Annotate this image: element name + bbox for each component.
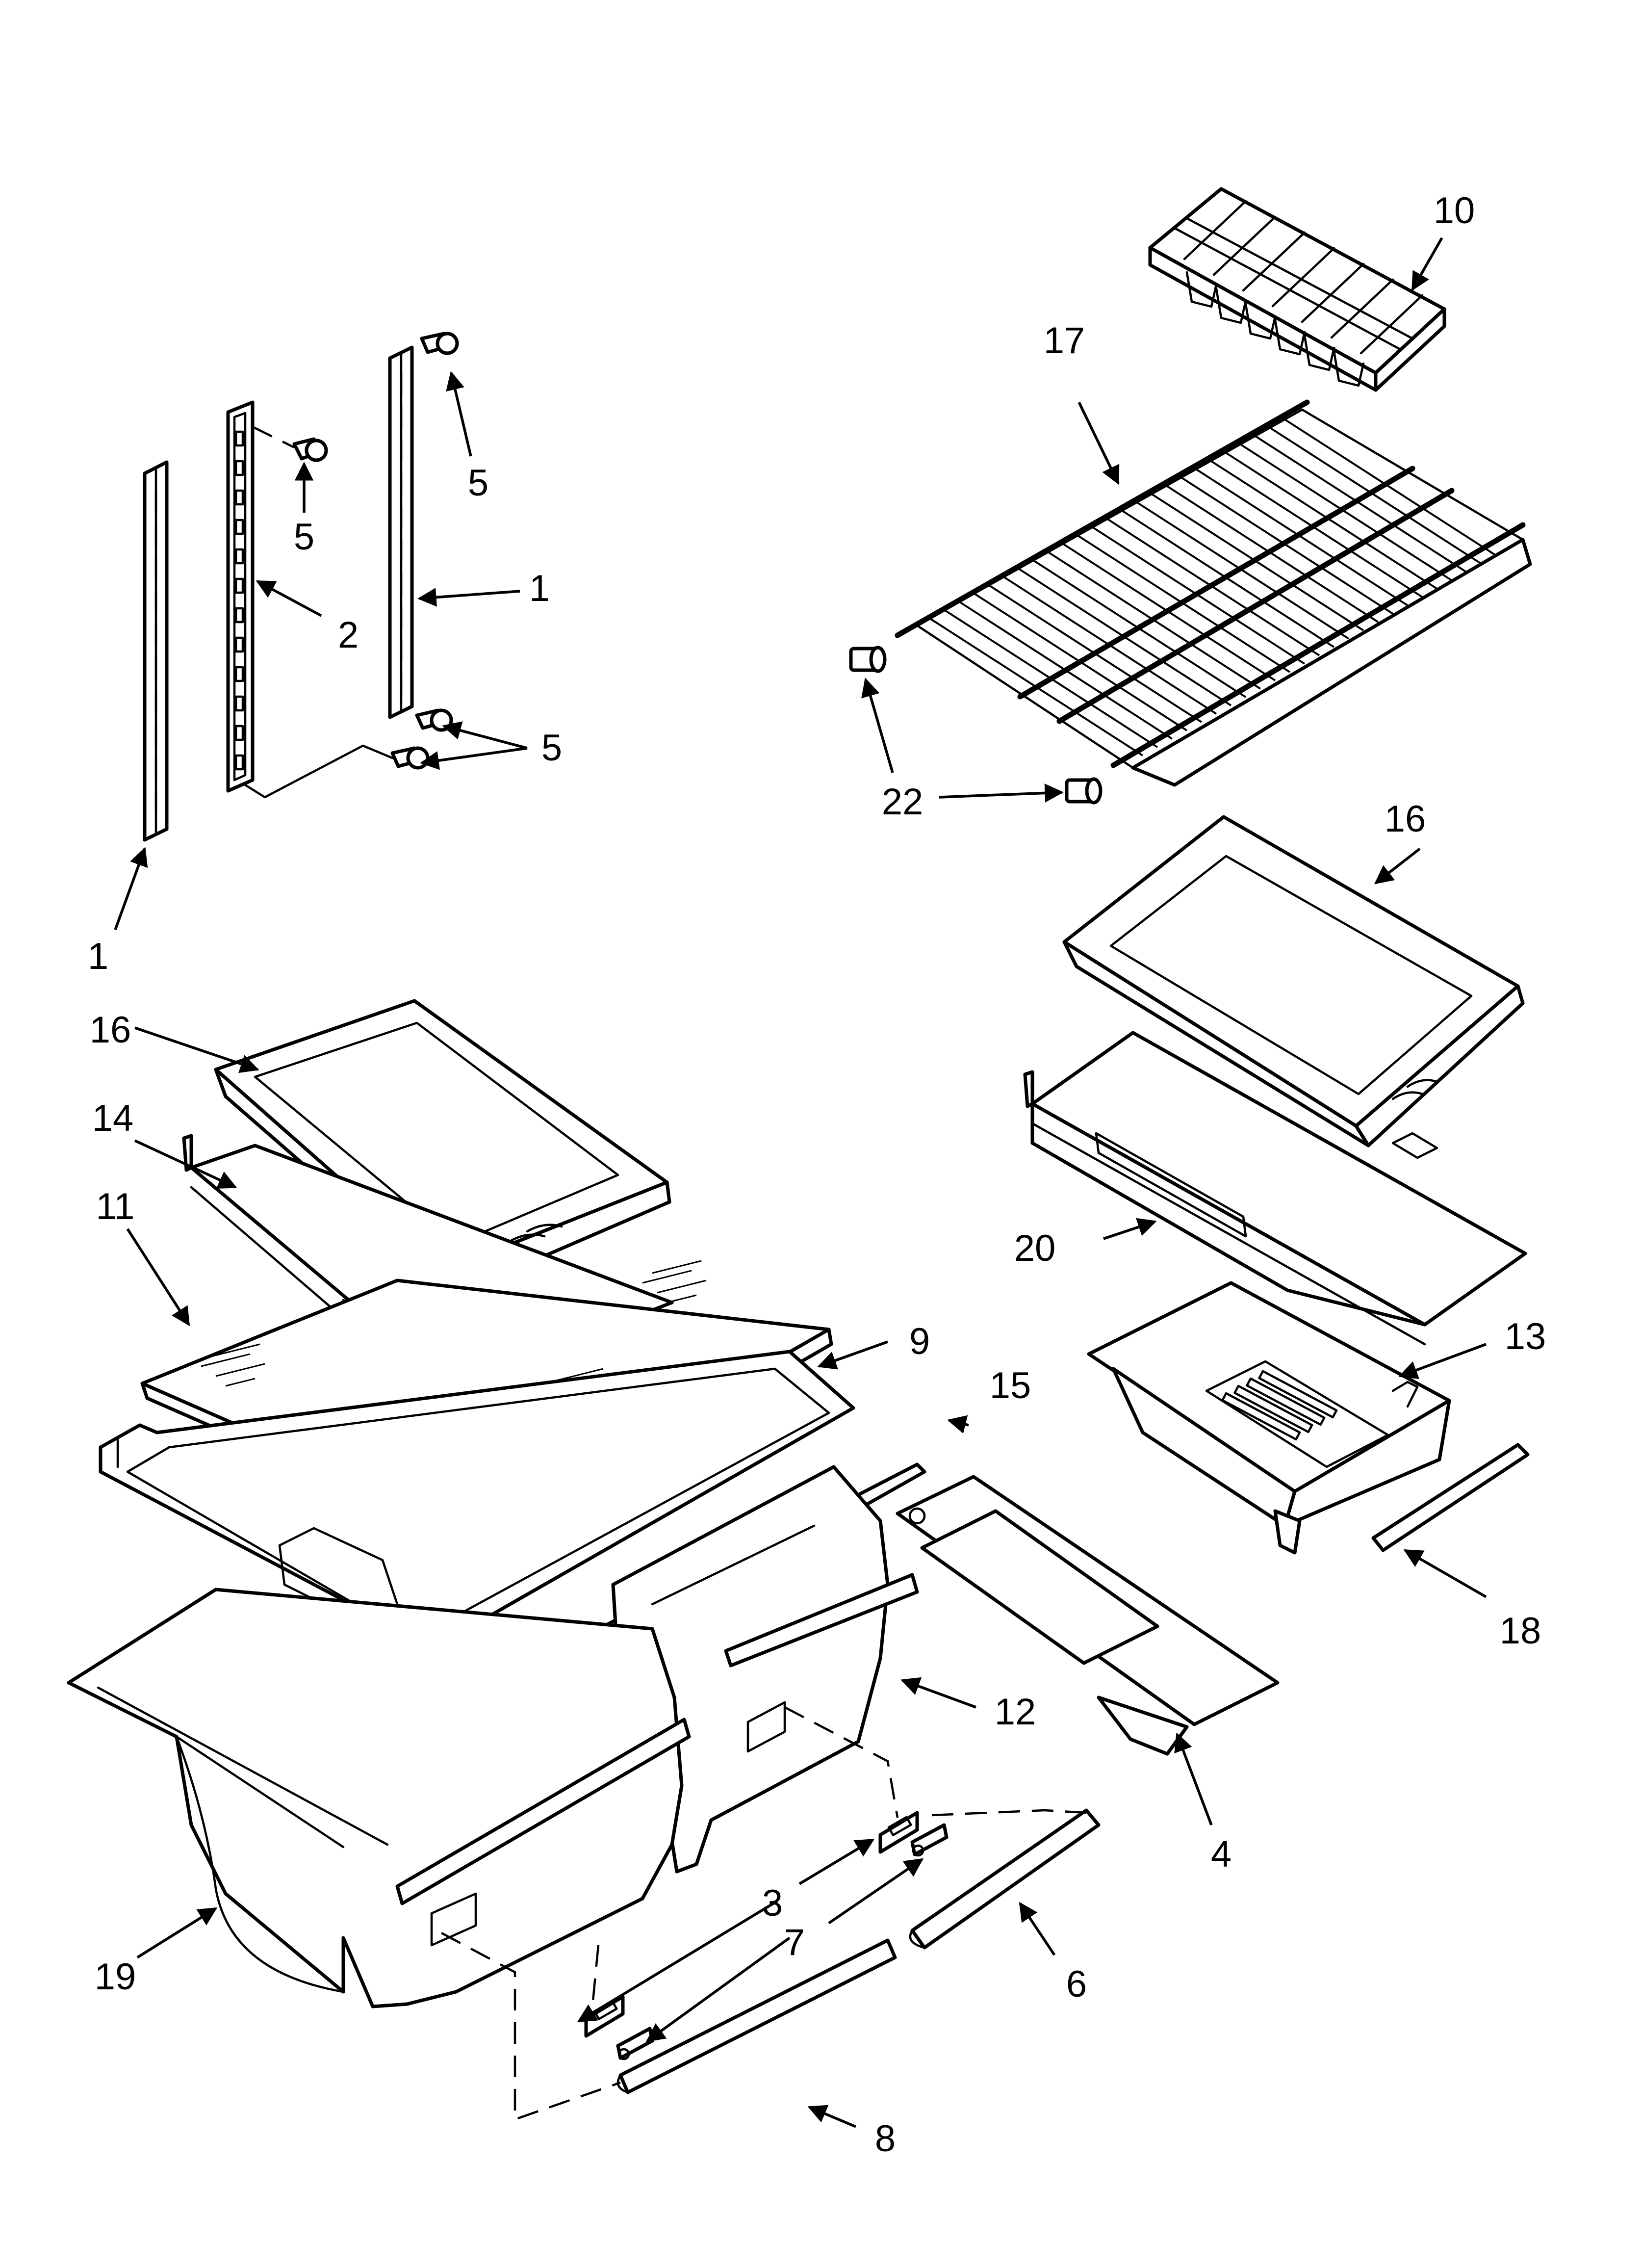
callout-11: 11 xyxy=(96,1186,135,1227)
callout-5-upper-left: 5 xyxy=(294,516,314,558)
callout-14: 14 xyxy=(92,1097,134,1139)
drawer-slide-rail xyxy=(896,1475,1280,1756)
callout-7: 7 xyxy=(784,1922,805,1963)
callout-1-right: 1 xyxy=(529,568,550,609)
shelf-peg-lower xyxy=(1065,777,1103,805)
callout-5-lower: 5 xyxy=(541,727,562,769)
callout-1-left: 1 xyxy=(88,936,108,977)
shelf-rail-right xyxy=(388,345,414,719)
callout-3: 3 xyxy=(762,1882,783,1924)
pin-upper xyxy=(910,1823,949,1857)
wire-shelf xyxy=(895,399,1532,787)
callout-18: 18 xyxy=(1500,1610,1541,1652)
callout-15: 15 xyxy=(990,1365,1031,1407)
callout-12: 12 xyxy=(995,1691,1036,1733)
callout-16-right: 16 xyxy=(1385,798,1426,840)
leader-arrows xyxy=(114,237,1487,2128)
shelf-bracket-center xyxy=(226,400,255,793)
pan-trim-strip xyxy=(1371,1443,1530,1552)
callout-9: 9 xyxy=(909,1321,930,1362)
ice-cube-tray xyxy=(1148,187,1446,392)
screw-upper-right xyxy=(420,332,459,355)
callout-13: 13 xyxy=(1505,1316,1546,1357)
callout-labels: 1 1 2 5 5 5 10 17 22 16 20 13 18 16 14 1… xyxy=(88,190,1546,2160)
callout-2: 2 xyxy=(338,614,359,656)
callout-20: 20 xyxy=(1014,1227,1056,1269)
shelf-peg-upper xyxy=(849,646,887,673)
callout-8: 8 xyxy=(875,2118,896,2160)
shelf-frame-right xyxy=(1023,1031,1527,1346)
crisper-drawer-left xyxy=(67,1588,691,2008)
callout-4: 4 xyxy=(1211,1833,1232,1875)
screw-lower-2 xyxy=(390,746,430,770)
callout-16-left: 16 xyxy=(90,1009,131,1051)
callout-6: 6 xyxy=(1066,1963,1087,2005)
callout-22: 22 xyxy=(882,781,924,823)
screw-upper-left xyxy=(252,425,328,462)
drawer-handle-left xyxy=(616,1938,897,2094)
shelf-rail-left xyxy=(143,460,169,842)
meat-pan-drawer xyxy=(1087,1281,1451,1555)
callout-10: 10 xyxy=(1434,190,1475,232)
glass-shelf-right xyxy=(1062,815,1525,1147)
pin-lower xyxy=(616,2027,654,2060)
latch-upper xyxy=(878,1811,919,1854)
drawer-handle-right xyxy=(909,1808,1101,1950)
callout-19: 19 xyxy=(95,1956,136,1998)
callout-5-upper-right: 5 xyxy=(468,462,488,504)
callout-17: 17 xyxy=(1044,320,1085,362)
